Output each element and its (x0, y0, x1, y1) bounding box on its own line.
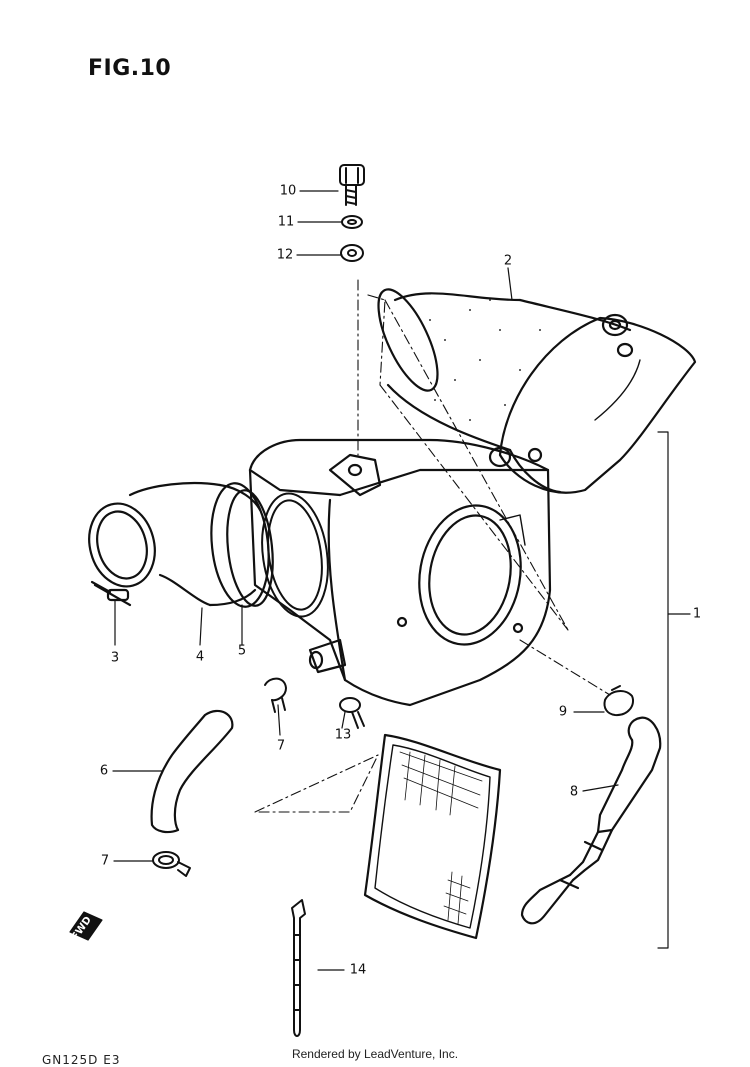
air-cleaner-case (248, 438, 552, 707)
intake-gasket (261, 492, 329, 618)
footer-credit: Rendered by LeadVenture, Inc. (291, 1047, 459, 1061)
callout-11: 11 (277, 214, 295, 230)
reference-lines (254, 279, 611, 813)
lock-washer (341, 215, 363, 229)
callout-12: 12 (276, 247, 294, 263)
leader-lines (112, 190, 691, 971)
callout-8: 8 (569, 784, 579, 800)
callout-7-upper: 7 (276, 738, 286, 754)
clip-upper (264, 677, 287, 713)
clamp-lower (152, 851, 191, 877)
callout-13: 13 (334, 727, 352, 743)
callout-1: 1 (692, 606, 702, 622)
filter-screen (363, 733, 502, 940)
breather-hose (520, 716, 662, 925)
callout-10: 10 (279, 183, 297, 199)
flat-washer (340, 244, 364, 262)
figure-title: FIG.10 (88, 56, 172, 81)
screen-mesh (399, 751, 483, 925)
air-filter-element (377, 288, 697, 494)
callout-7-lower: 7 (100, 853, 110, 869)
drain-hose (150, 709, 234, 834)
callout-9: 9 (558, 704, 568, 720)
callout-14: 14 (349, 962, 367, 978)
screw-13 (339, 697, 365, 729)
intake-boot (128, 481, 274, 608)
callout-5: 5 (237, 643, 247, 659)
callout-4: 4 (195, 649, 205, 665)
forward-direction-icon: FWD (69, 911, 103, 942)
hose-clamp (88, 502, 156, 607)
clip-9 (603, 685, 634, 717)
callout-2: 2 (503, 253, 513, 269)
bolt (339, 164, 365, 206)
strap-14 (291, 899, 306, 1037)
footer-model-code: GN125D E3 (42, 1053, 121, 1067)
callout-3: 3 (110, 650, 120, 666)
callout-6: 6 (99, 763, 109, 779)
